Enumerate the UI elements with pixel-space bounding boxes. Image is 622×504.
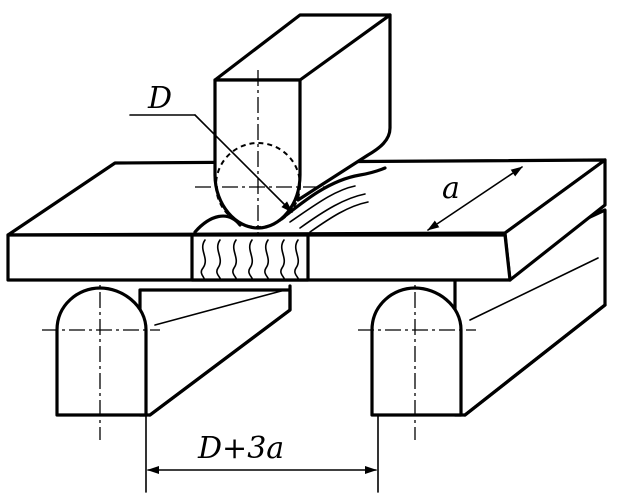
left-support <box>42 265 292 440</box>
dimension-span: D+3a <box>145 414 379 493</box>
label-span: D+3a <box>197 431 284 466</box>
label-diameter: D <box>147 81 172 116</box>
dimension-diameter: D <box>129 81 293 213</box>
label-thickness: a <box>442 171 460 206</box>
dimension-thickness: a <box>427 166 523 231</box>
right-support <box>358 208 607 440</box>
mandrel <box>195 13 392 235</box>
